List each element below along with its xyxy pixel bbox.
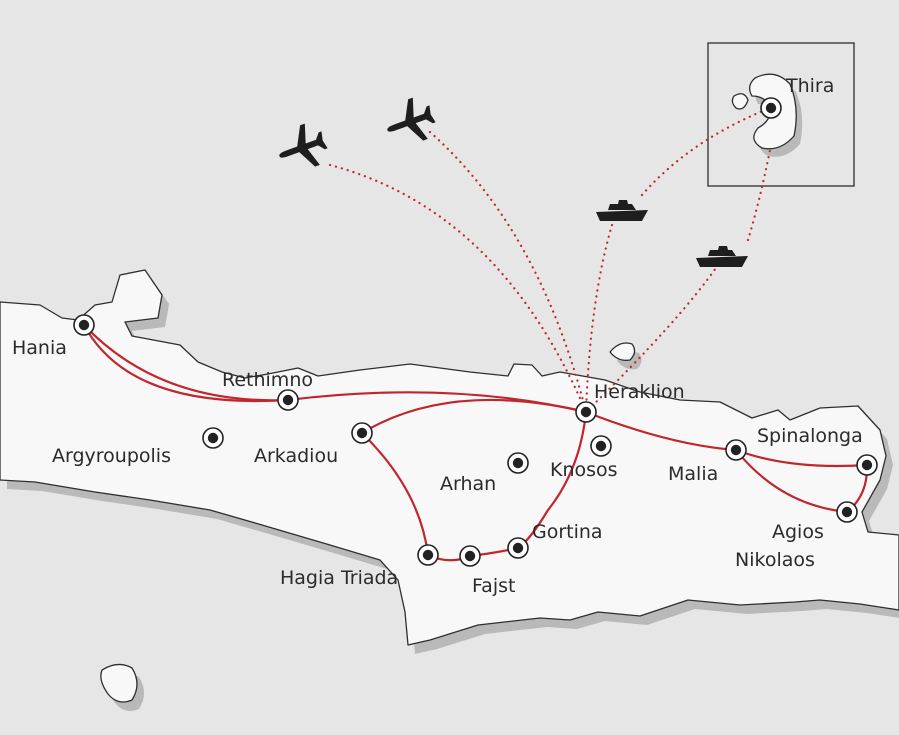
label-argyroupolis: Argyroupolis: [52, 445, 171, 467]
label-knosos: Knosos: [550, 459, 618, 481]
label-arkadiou: Arkadiou: [254, 445, 338, 467]
label-agios: Agios: [772, 521, 824, 543]
marker-malia: [725, 439, 747, 461]
airplane-icon: [387, 97, 436, 141]
label-thira: Thira: [785, 75, 834, 97]
marker-rethimno: [277, 389, 299, 411]
label-fajst: Fajst: [472, 575, 515, 597]
marker-gortina: [507, 537, 529, 559]
marker-thira: [760, 97, 782, 119]
label-rethimno: Rethimno: [222, 369, 313, 391]
place-labels: Hania Rethimno Argyroupolis Arkadiou Her…: [12, 75, 863, 597]
label-malia: Malia: [668, 463, 718, 485]
label-hania: Hania: [12, 337, 67, 359]
location-markers: [73, 97, 878, 567]
marker-hagia-triada: [417, 544, 439, 566]
marker-hania: [73, 314, 95, 336]
marker-arkadiou: [351, 422, 373, 444]
marker-heraklion: [575, 401, 597, 423]
dia-islet: [609, 342, 636, 361]
label-hagia-triada: Hagia Triada: [280, 567, 398, 589]
marker-argyroupolis: [202, 427, 224, 449]
airplane-icon: [279, 123, 328, 167]
label-spinalonga: Spinalonga: [757, 425, 863, 447]
label-arhan: Arhan: [440, 473, 496, 495]
marker-spinalonga: [856, 454, 878, 476]
marker-arhan: [507, 452, 529, 474]
thirasia-islet: [731, 93, 749, 110]
road-routes: [82, 323, 869, 562]
marker-fajst: [459, 545, 481, 567]
label-gortina: Gortina: [532, 521, 603, 543]
ferry-icon: [596, 200, 648, 221]
air-sea-routes: [328, 106, 772, 414]
gavdos-island: [100, 663, 138, 703]
marker-agios-nikolaos: [836, 501, 858, 523]
marker-knosos: [590, 435, 612, 457]
crete-island: [0, 269, 899, 646]
ferry-icon: [696, 246, 748, 267]
label-nikolaos: Nikolaos: [735, 549, 815, 571]
label-heraklion: Heraklion: [594, 381, 685, 403]
